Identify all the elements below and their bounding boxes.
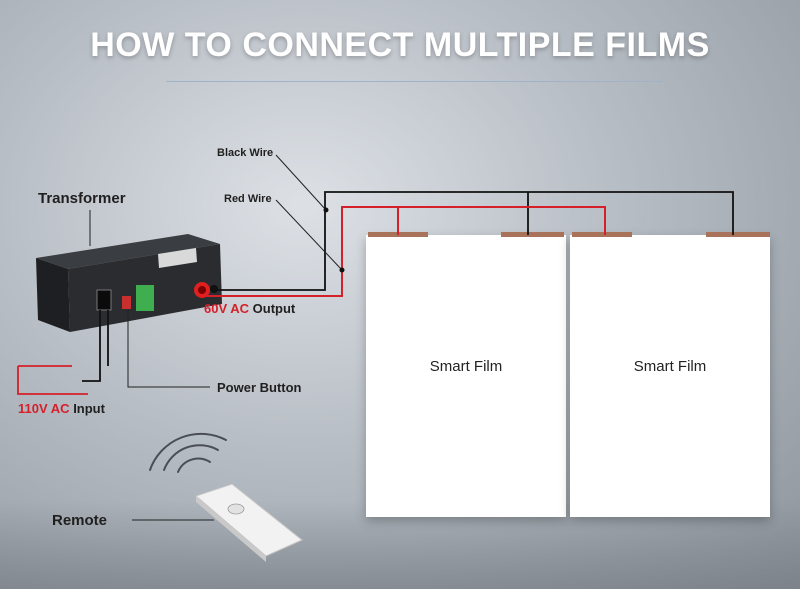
remote-control-icon: [195, 483, 303, 562]
output-voltage: 60V AC: [204, 301, 250, 316]
wireless-signal-icon: [149, 432, 227, 473]
output-label: 60V AC Output: [204, 301, 295, 316]
smart-film-left: Smart Film: [366, 232, 566, 517]
electrode-strip: [706, 232, 770, 237]
smart-film-label: Smart Film: [633, 358, 707, 375]
electrode-strip: [572, 232, 632, 237]
input-wire: [17, 310, 109, 395]
red-wire-label: Red Wire: [224, 193, 272, 205]
power-button-label: Power Button: [217, 380, 302, 395]
input-label: 110V AC Input: [18, 401, 105, 416]
page-title: HOW TO CONNECT MULTIPLE FILMS: [90, 26, 710, 64]
transformer-box-icon: [36, 234, 222, 332]
remote-label: Remote: [52, 512, 108, 529]
title-underline: [166, 81, 663, 82]
electrode-strip: [501, 232, 564, 237]
smart-film-right: Smart Film: [570, 232, 770, 517]
black-wire: [215, 191, 734, 291]
input-word: Input: [73, 401, 105, 416]
black-wire-label: Black Wire: [217, 147, 274, 159]
callout-dot: [323, 207, 329, 213]
callout-lines: [89, 154, 343, 521]
transformer-label: Transformer: [38, 190, 126, 207]
output-word: Output: [252, 301, 296, 316]
smart-film-label: Smart Film: [429, 358, 503, 375]
callout-dot: [339, 267, 345, 273]
input-voltage: 110V AC: [18, 401, 70, 416]
red-wire: [205, 206, 606, 297]
